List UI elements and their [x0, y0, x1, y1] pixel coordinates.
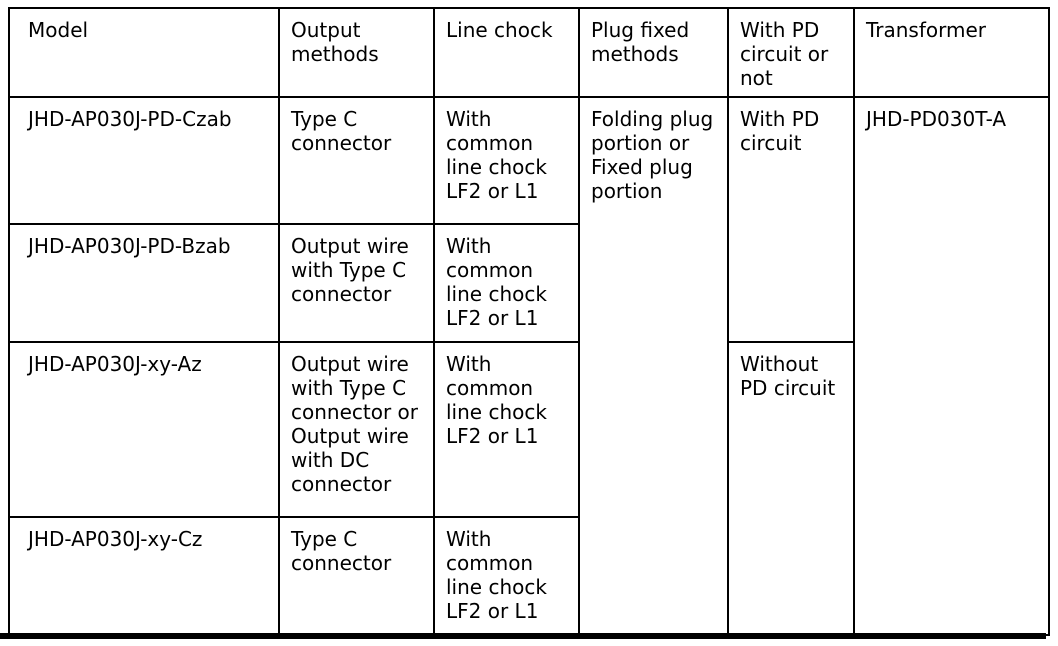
- cell-line-chock-3: With common line chock LF2 or L1: [433, 341, 580, 518]
- cell-output-method-3: Output wire with Type C connector or Out…: [278, 341, 435, 518]
- header-transformer: Transformer: [853, 7, 1050, 98]
- cell-model-1: JHD-AP030J-PD-Czab: [8, 96, 280, 225]
- cell-model-3: JHD-AP030J-xy-Az: [8, 341, 280, 518]
- cell-transformer-model: JHD-PD030T-A: [853, 96, 1050, 636]
- header-output-methods: Output methods: [278, 7, 435, 98]
- table-row: JHD-AP030J-PD-Bzab Output wire with Type…: [8, 223, 1049, 343]
- header-row: Model Output methods Line chock Plug fix…: [8, 7, 1050, 98]
- table-row: JHD-AP030J-PD-Czab Type C connector With…: [8, 96, 1050, 636]
- cell-line-chock-2: With common line chock LF2 or L1: [433, 223, 580, 343]
- header-plug-fixed-methods: Plug fixed methods: [578, 7, 729, 98]
- spec-table: Model Output methods Line chock Plug fix…: [8, 7, 1050, 636]
- cell-model-4: JHD-AP030J-xy-Cz: [8, 516, 280, 636]
- cell-without-pd-circuit: Without PD circuit: [727, 341, 855, 636]
- cell-output-method-1: Type C connector: [278, 96, 435, 225]
- header-pd-circuit-or-not: With PD circuit or not: [727, 7, 855, 98]
- cell-model-2: JHD-AP030J-PD-Bzab: [8, 223, 280, 343]
- cell-output-method-4: Type C connector: [278, 516, 435, 636]
- cell-line-chock-1: With common line chock LF2 or L1: [433, 96, 580, 225]
- header-model: Model: [8, 7, 280, 98]
- bottom-rule-divider: [0, 633, 1046, 639]
- table-row: JHD-AP030J-xy-Cz Type C connector With c…: [8, 516, 1049, 636]
- cell-plug-fixed-method: Folding plug portion or Fixed plug porti…: [578, 96, 729, 636]
- cell-line-chock-4: With common line chock LF2 or L1: [433, 516, 580, 636]
- header-line-chock: Line chock: [433, 7, 580, 98]
- cell-output-method-2: Output wire with Type C connector: [278, 223, 435, 343]
- cell-with-pd-circuit: With PD circuit: [727, 96, 855, 343]
